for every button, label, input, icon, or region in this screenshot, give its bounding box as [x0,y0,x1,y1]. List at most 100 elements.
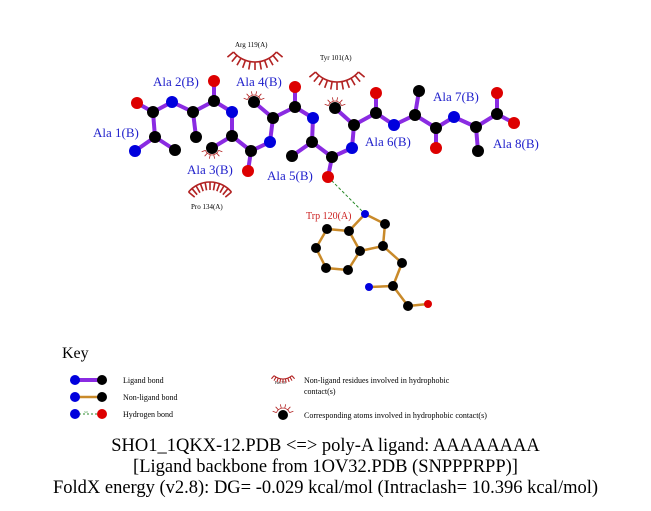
key-hbond-label: Hydrogen bond [123,410,173,419]
key-carbon-atom [97,375,107,385]
carbon-atom [169,144,181,156]
hydrophobic-arc-pro134 [187,181,233,198]
carbon-atom [289,101,301,113]
label-trp120: Trp 120(A) [306,211,351,222]
hydrophobic-arc-tyr101 [308,71,366,90]
oxygen-atom [242,165,254,177]
nitrogen-atom [448,111,460,123]
nitrogen-atom [361,210,369,218]
carbon-atom [472,145,484,157]
title-line-1: SHO1_1QKX-12.PDB <=> poly-A ligand: AAAA… [111,436,540,456]
oxygen-atom [424,300,432,308]
key-hydrophobic-residues-label: Non-ligand residues involved in hydropho… [304,376,450,385]
nitrogen-atom [226,106,238,118]
carbon-atom [311,243,321,253]
oxygen-atom [289,81,301,93]
carbon-atom [208,95,220,107]
nitrogen-atom [388,119,400,131]
hydrophobic-layer [187,51,366,198]
key-hbond-distance: 3.0 [84,410,88,414]
key-nitrogen-atom [70,375,80,385]
oxygen-atom [131,97,143,109]
key-spikes [272,404,294,413]
label-ala4: Ala 4(B) [236,74,282,89]
carbon-atom [306,136,318,148]
carbon-atom [344,226,354,236]
carbon-atom [149,131,161,143]
label-ala8: Ala 8(B) [493,136,539,151]
label-ala1: Ala 1(B) [93,125,139,140]
key-nitrogen-atom [70,409,80,419]
hydrophobic-arc-arg119 [226,51,284,70]
carbon-atom [380,219,390,229]
carbon-atom [187,106,199,118]
carbon-atom [286,150,298,162]
carbon-atom [413,85,425,97]
key-hydrophobic-spikes-icon [272,404,294,413]
label-ala2: Ala 2(B) [153,74,199,89]
label-ala7: Ala 7(B) [433,89,479,104]
carbon-atom [370,107,382,119]
carbon-atom [397,258,407,268]
carbon-atom [226,130,238,142]
carbon-atom [491,108,503,120]
nitrogen-atom [264,136,276,148]
oxygen-atom [491,87,503,99]
oxygen-atom [370,87,382,99]
carbon-atom [355,246,365,256]
carbon-atom [321,263,331,273]
key-hydrophobic-atoms-label: Corresponding atoms involved in hydropho… [304,411,487,420]
carbon-atom [190,131,202,143]
key-hydrophobic-atom-icon [278,410,288,420]
key-hydrophobic-arc-icon [271,375,295,383]
hydrogen-bond [327,176,366,215]
hydrophobic-atom-spikes [243,91,265,100]
label-ala6: Ala 6(B) [365,134,411,149]
carbon-atom [322,224,332,234]
carbon-atom [343,265,353,275]
title-line-2: [Ligand backbone from 1OV32.PDB (SNPPPRP… [133,457,518,477]
carbon-atom [409,109,421,121]
nitrogen-atom [307,112,319,124]
carbon-atom [470,121,482,133]
nitrogen-atom [129,145,141,157]
carbon-atom [326,151,338,163]
key-title: Key [62,345,89,362]
oxygen-atom [208,75,220,87]
key-hydrophobic-residues-label-2: contact(s) [304,387,336,396]
oxygen-atom [430,142,442,154]
carbon-atom [348,119,360,131]
key-ligand-bond-label: Ligand bond [123,376,164,385]
key-nitrogen-atom [70,392,80,402]
label-pro134: Pro 134(A) [191,203,223,211]
carbon-atom [248,96,260,108]
hydrophobic-atom-spikes [324,97,346,106]
label-arg119: Arg 119(A) [235,41,268,49]
carbon-atom [267,112,279,124]
nitrogen-atom [346,142,358,154]
label-ala5: Ala 5(B) [267,168,313,183]
key-nonligand-bond-label: Non-ligand bond [123,393,177,402]
nitrogen-atom [166,96,178,108]
hydrophobic-atom-spikes [201,150,223,159]
carbon-atom [388,281,398,291]
key-oxygen-atom [97,409,107,419]
residue-labels: Ala 1(B) Ala 2(B) Ala 3(B) Ala 4(B) Ala … [93,41,539,222]
carbon-atom [430,122,442,134]
carbon-atom [329,102,341,114]
key-carbon-atom [97,392,107,402]
key: Key Ligand bond Non-ligand bond 3.0 Hydr… [62,345,487,420]
carbon-atom [245,145,257,157]
carbon-atom [378,241,388,251]
label-tyr101: Tyr 101(A) [320,54,352,62]
title-line-3: FoldX energy (v2.8): DG= -0.029 kcal/mol… [52,478,599,498]
key-arc [271,375,295,383]
oxygen-atom [322,171,334,183]
nitrogen-atom [365,283,373,291]
carbon-atom [147,106,159,118]
carbon-atom [403,301,413,311]
label-ala3: Ala 3(B) [187,162,233,177]
atoms-layer [129,75,520,311]
carbon-atom [206,142,218,154]
